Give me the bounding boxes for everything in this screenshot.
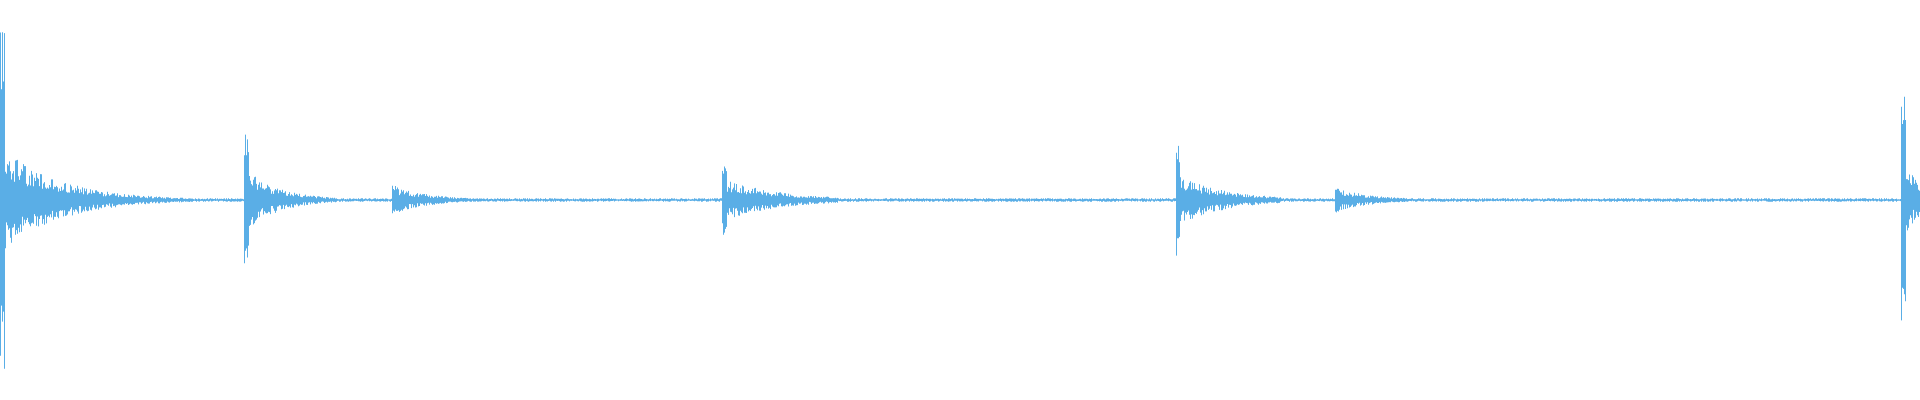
waveform-samples	[0, 32, 1920, 369]
waveform-trace	[0, 32, 1920, 369]
